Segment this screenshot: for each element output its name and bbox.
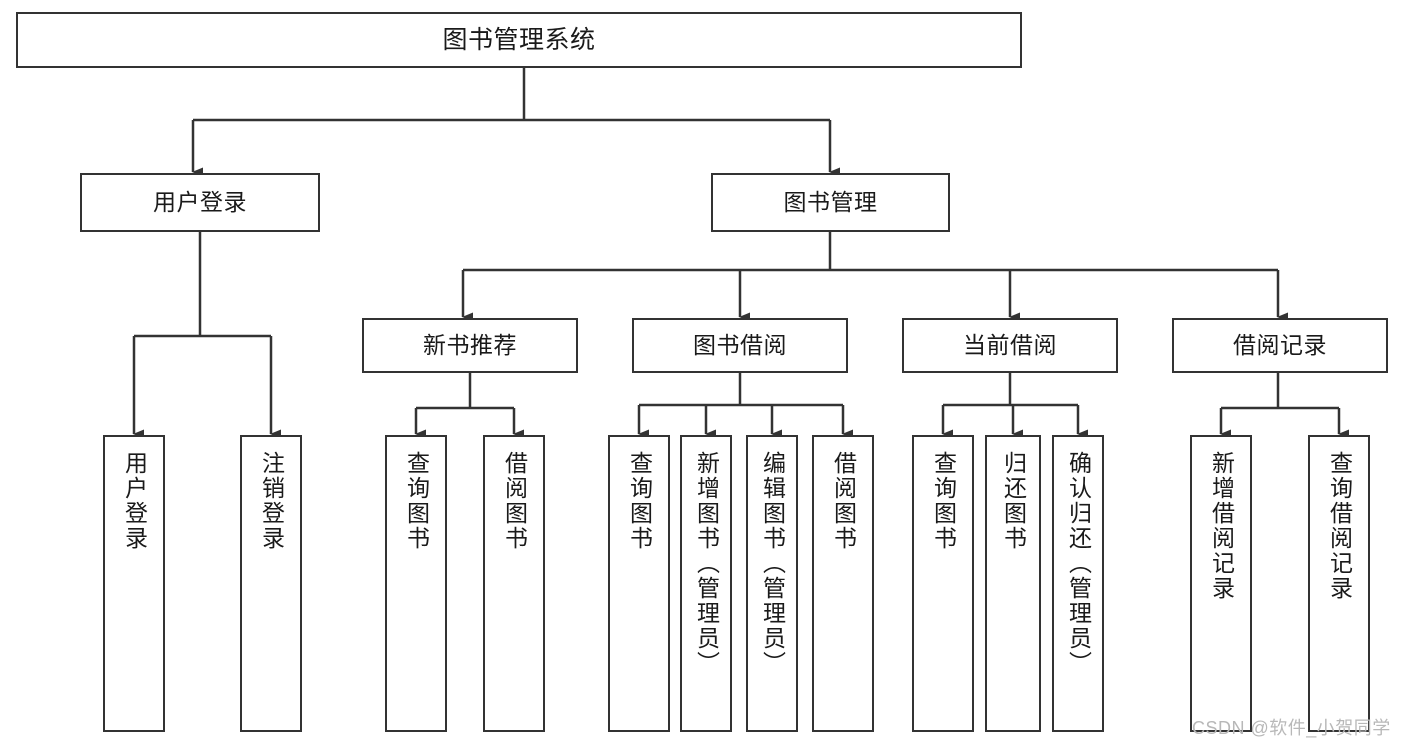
node-label: 查询图书 bbox=[626, 451, 653, 551]
node-label: 当前借阅 bbox=[963, 332, 1057, 359]
node-label: 借阅图书 bbox=[830, 451, 857, 551]
node-root[interactable]: 图书管理系统 bbox=[16, 12, 1022, 68]
node-label: 编辑图书（管理员） bbox=[759, 451, 786, 676]
node-leaf-user-logout[interactable]: 注销登录 bbox=[240, 435, 302, 732]
node-leaf-query-book-3[interactable]: 查询图书 bbox=[912, 435, 974, 732]
node-leaf-user-login[interactable]: 用户登录 bbox=[103, 435, 165, 732]
node-leaf-query-record[interactable]: 查询借阅记录 bbox=[1308, 435, 1370, 732]
node-user-login[interactable]: 用户登录 bbox=[80, 173, 320, 232]
node-label: 图书管理 bbox=[783, 189, 878, 216]
node-label: 查询图书 bbox=[930, 451, 957, 551]
node-leaf-return-book[interactable]: 归还图书 bbox=[985, 435, 1041, 732]
node-leaf-query-book-2[interactable]: 查询图书 bbox=[608, 435, 670, 732]
node-label: 注销登录 bbox=[258, 451, 285, 551]
connector-lines bbox=[132, 68, 1349, 439]
node-leaf-confirm-return[interactable]: 确认归还（管理员） bbox=[1052, 435, 1104, 732]
node-label: 归还图书 bbox=[1000, 451, 1027, 551]
node-leaf-add-record[interactable]: 新增借阅记录 bbox=[1190, 435, 1252, 732]
node-leaf-edit-book[interactable]: 编辑图书（管理员） bbox=[746, 435, 798, 732]
node-label: 图书借阅 bbox=[693, 332, 787, 359]
node-book-borrow[interactable]: 图书借阅 bbox=[632, 318, 848, 373]
node-current-borrow[interactable]: 当前借阅 bbox=[902, 318, 1118, 373]
node-new-book-rec[interactable]: 新书推荐 bbox=[362, 318, 578, 373]
node-label: 借阅图书 bbox=[501, 451, 528, 551]
node-label: 用户登录 bbox=[153, 189, 247, 216]
node-leaf-query-book-1[interactable]: 查询图书 bbox=[385, 435, 447, 732]
node-leaf-borrow-book-2[interactable]: 借阅图书 bbox=[812, 435, 874, 732]
node-label: 用户登录 bbox=[121, 451, 148, 551]
node-label: 查询借阅记录 bbox=[1326, 451, 1353, 601]
node-label: 查询图书 bbox=[403, 451, 430, 551]
node-label: 新书推荐 bbox=[423, 332, 517, 359]
node-label: 确认归还（管理员） bbox=[1065, 451, 1092, 676]
node-label: 图书管理系统 bbox=[442, 25, 596, 54]
node-book-manage[interactable]: 图书管理 bbox=[711, 173, 950, 232]
watermark-label: CSDN @软件_小贺同学 bbox=[1192, 718, 1391, 738]
node-leaf-add-book[interactable]: 新增图书（管理员） bbox=[680, 435, 732, 732]
node-leaf-borrow-book-1[interactable]: 借阅图书 bbox=[483, 435, 545, 732]
node-label: 借阅记录 bbox=[1233, 332, 1327, 359]
node-label: 新增图书（管理员） bbox=[693, 451, 720, 676]
node-label: 新增借阅记录 bbox=[1208, 451, 1235, 601]
node-borrow-record[interactable]: 借阅记录 bbox=[1172, 318, 1388, 373]
